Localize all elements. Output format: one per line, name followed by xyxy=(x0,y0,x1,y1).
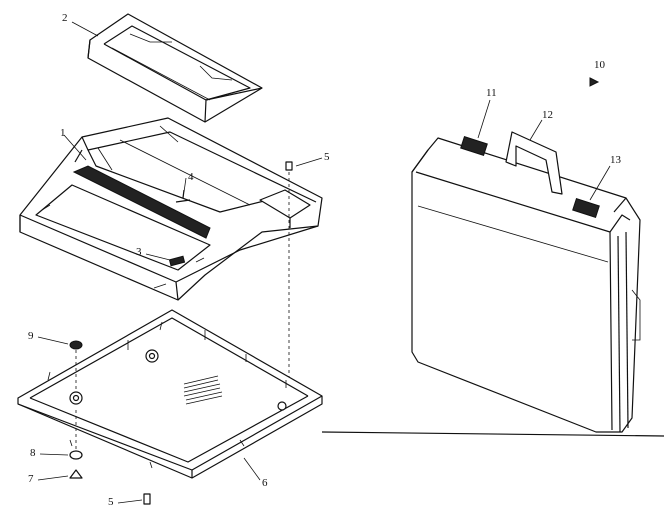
ground-line xyxy=(321,431,665,437)
callout-11: 11 xyxy=(486,87,497,99)
upper-housing-part xyxy=(19,117,323,301)
callout-7: 7 xyxy=(28,473,34,485)
callout-5-top: 5 xyxy=(324,151,330,163)
leader-lines xyxy=(37,21,611,504)
callout-3: 3 xyxy=(136,246,142,258)
callout-13: 13 xyxy=(610,154,621,166)
callout-10: 10 xyxy=(594,59,605,71)
callout-6: 6 xyxy=(262,477,268,489)
callout-1: 1 xyxy=(60,127,66,139)
carrying-case-part xyxy=(411,131,641,433)
foot-part xyxy=(69,340,83,392)
arrow-icon xyxy=(589,77,600,87)
bottom-base-part xyxy=(17,309,323,479)
callout-4: 4 xyxy=(188,171,194,183)
screw-part-bottom xyxy=(143,493,151,505)
nut-part xyxy=(69,410,83,479)
top-cover-part xyxy=(87,13,263,123)
screw-part-top xyxy=(285,161,293,395)
callout-9: 9 xyxy=(28,330,34,342)
callout-5-bottom: 5 xyxy=(108,496,114,508)
washer-part xyxy=(69,450,83,460)
callout-8: 8 xyxy=(30,447,36,459)
callout-2: 2 xyxy=(62,12,68,24)
callout-12: 12 xyxy=(542,109,553,121)
